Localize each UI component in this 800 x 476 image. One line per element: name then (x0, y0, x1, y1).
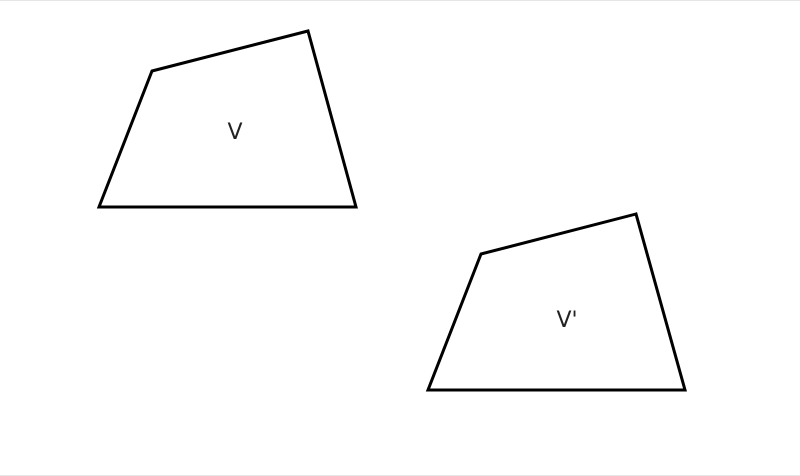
quadrilateral-v: V (96, 29, 358, 209)
top-border-line (0, 0, 800, 1)
quadrilateral-v-prime-label: V' (556, 308, 577, 333)
quadrilateral-v-prime: V' (425, 212, 687, 392)
quadrilateral-v-label: V (227, 120, 242, 145)
quadrilateral-v-outline (96, 29, 358, 209)
quadrilateral-v-prime-outline (425, 212, 687, 392)
